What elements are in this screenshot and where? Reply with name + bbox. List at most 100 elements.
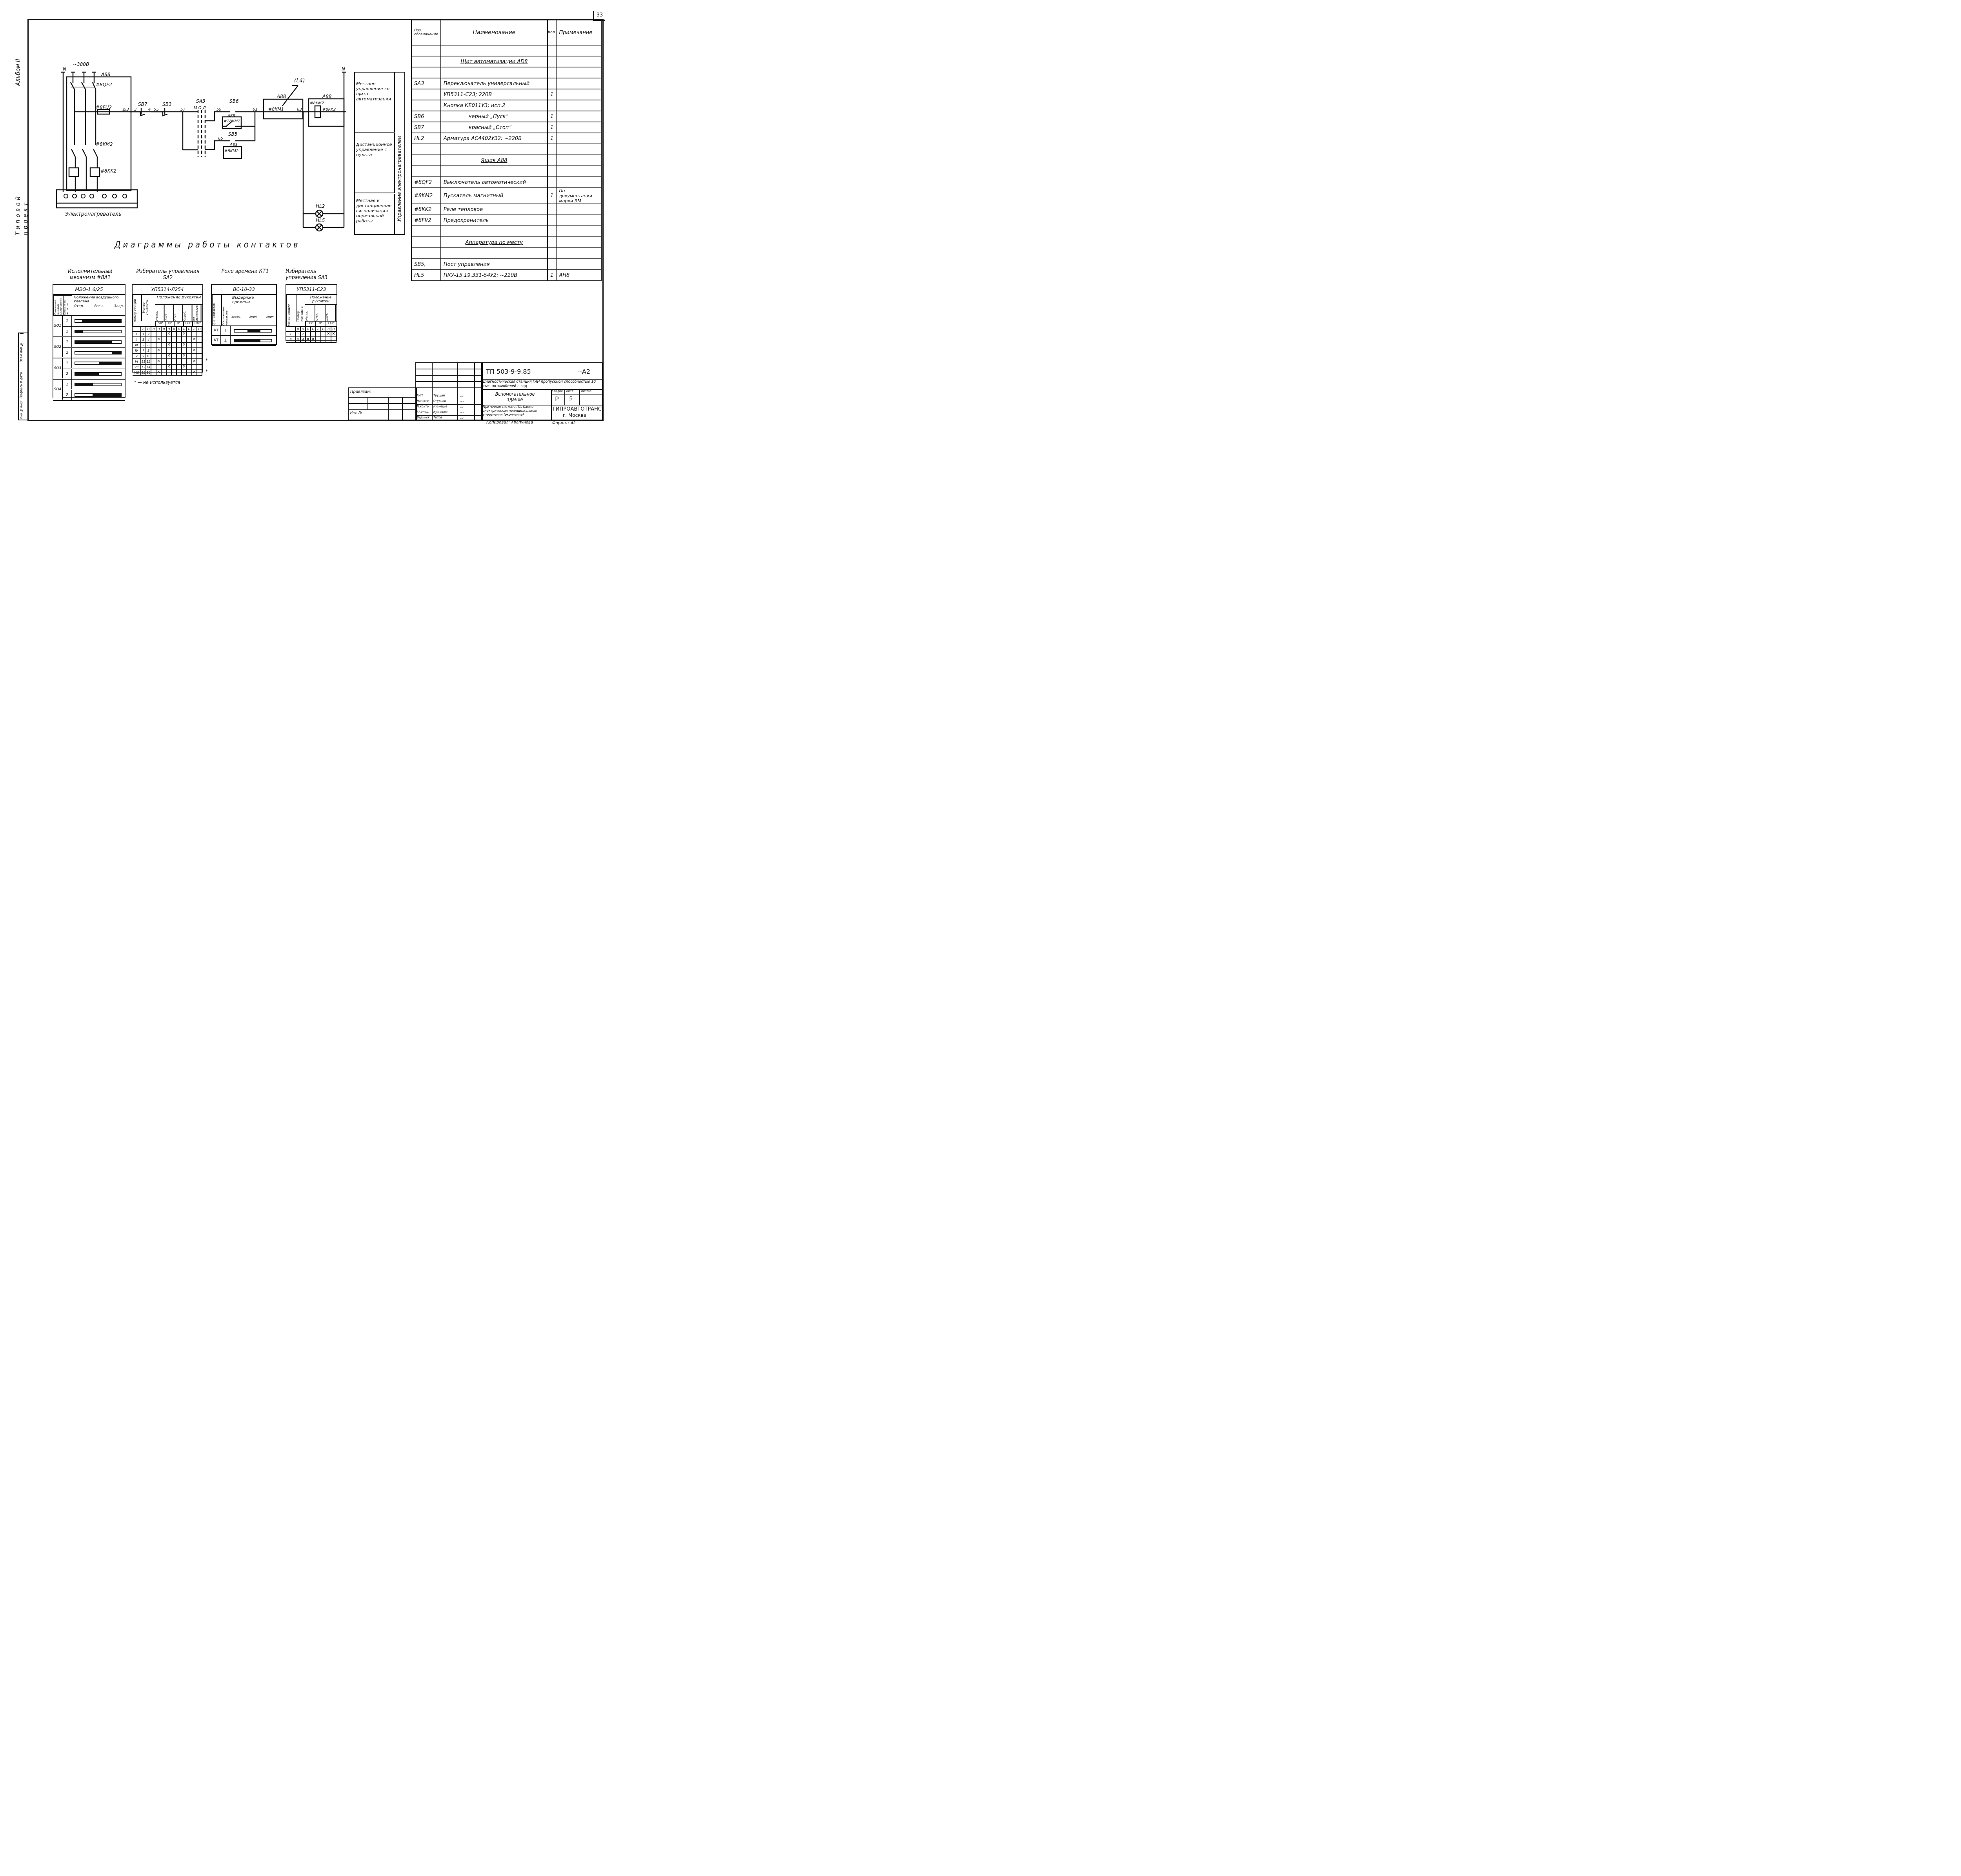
spec-cell-note <box>556 215 602 226</box>
stamp-bound-block: Привязан: Инв. № <box>348 387 417 420</box>
diag-kt-ticks: 15сек. 3мин. 5мин. <box>231 315 275 318</box>
spec-row <box>411 247 602 259</box>
spec-cell-qty: 1 <box>547 89 557 100</box>
contact-number: 16 <box>146 369 151 376</box>
spec-cell-note <box>556 247 602 259</box>
spec-cell-note: По документации марки ЭМ <box>556 187 602 204</box>
spec-cell-name: красный „Стоп“ <box>440 122 548 133</box>
closed-mark: ✕ <box>181 364 187 370</box>
open-cell <box>320 331 326 337</box>
wire-4: 4 <box>148 107 151 112</box>
spec-cell-qty <box>547 56 557 67</box>
lr-label: Л <box>315 326 321 332</box>
signature-icon: 〰 <box>460 400 464 404</box>
stamp-project-title: Диагностическая станция ГАИ пропускной с… <box>483 380 596 388</box>
lr-label: П <box>176 326 182 332</box>
stamp-role-row: Вед.инж.Титов〰 <box>416 415 482 421</box>
open-cell <box>176 342 182 348</box>
mech-row: 2 <box>53 347 125 358</box>
signature-icon: 〰 <box>460 417 464 421</box>
kt-contact-symbol: ⊥ <box>221 326 231 335</box>
mech-row: 2 <box>53 390 125 401</box>
section-number: I <box>133 331 141 337</box>
stamp-role-row: Гл.спец.Кузнецов〰 <box>416 410 482 415</box>
spec-cell-pos: #8QF2 <box>411 176 441 188</box>
contact-number: 11 <box>140 358 146 365</box>
diag-mech-col-position: Положение воздушного клапана <box>74 296 119 304</box>
closed-mark: ✕ <box>181 331 187 337</box>
open-cell <box>186 347 192 354</box>
spec-cell-name: Щит автоматизации АD8 <box>440 56 548 67</box>
kt-contact: КТ <box>212 336 221 345</box>
stamp-role: Н.контр. <box>417 405 430 408</box>
closed-mark: ✕ <box>191 369 197 376</box>
box-km2-contact <box>222 116 242 129</box>
contact-number: 8 <box>146 347 151 354</box>
lr-label: Л <box>171 326 177 332</box>
kt-row: КТ⊥ <box>212 336 276 346</box>
spec-cell-qty <box>547 155 557 166</box>
label-sb6: SB6 <box>229 98 239 104</box>
open-cell <box>196 331 202 337</box>
lr-label: Л <box>151 326 156 332</box>
spec-cell-qty: 1 <box>547 269 557 281</box>
closed-mark: ✕ <box>181 353 187 359</box>
angle-label: 0° <box>174 322 183 326</box>
open-cell <box>176 347 182 354</box>
label-a88-top: А88 <box>227 114 235 118</box>
open-cell <box>186 364 192 370</box>
closed-mark: ✕ <box>156 369 162 376</box>
contact-number: 3 <box>140 336 146 343</box>
spec-cell-pos <box>411 236 441 248</box>
schematic: N ~380В А88 #8QF2 #8FU2 #8KM2 #8KK2 Элек… <box>56 62 346 232</box>
closed-mark: ✕ <box>191 358 197 365</box>
spec-cell-pos: SB7 <box>411 122 441 133</box>
spec-cell-note <box>556 155 602 166</box>
open-cell <box>161 358 167 365</box>
mech-switch: SQ3 <box>53 358 63 378</box>
spec-row: Аппаратура по месту <box>411 236 602 248</box>
spec-cell-qty: 1 <box>547 122 557 133</box>
lr-label: Л <box>161 326 167 332</box>
label-neutral: N <box>63 66 66 72</box>
lr-label: П <box>320 326 326 332</box>
spec-cell-pos <box>411 56 441 67</box>
stamp-sheet-type: --А2 <box>577 368 590 375</box>
label-km1: #8KM1 <box>268 107 284 112</box>
mech-contact: 2 <box>63 347 72 358</box>
open-cell <box>161 364 167 370</box>
stamp-person: Кузнецов <box>433 410 448 414</box>
function-side-label: Управление электронагревателем <box>397 135 402 222</box>
contact-number: 2 <box>146 331 151 337</box>
spec-cell-pos <box>411 247 441 259</box>
mech-switch: SQ4 <box>53 380 63 400</box>
stamp-role-row: Нач.отд.Огурцов〰 <box>416 399 482 404</box>
wire-1: 1 <box>122 107 125 112</box>
spec-cell-name <box>440 165 548 177</box>
closed-mark: ✕ <box>156 336 162 343</box>
lr-label: Л <box>140 326 146 332</box>
contact-number: 12 <box>146 358 151 365</box>
spec-cell-qty <box>547 144 557 155</box>
diag-mech-title: Исполнительный механизм #8А1 <box>68 268 113 281</box>
stamp-person: Титов <box>433 416 442 419</box>
open-cell <box>181 336 187 343</box>
open-cell <box>196 347 202 354</box>
spec-cell-note <box>556 225 602 237</box>
spec-cell-name: Предохранитель <box>440 215 548 226</box>
label-hl2: HL2 <box>316 204 325 209</box>
button-sb7 <box>129 111 146 116</box>
mech-contact: 1 <box>63 358 72 368</box>
